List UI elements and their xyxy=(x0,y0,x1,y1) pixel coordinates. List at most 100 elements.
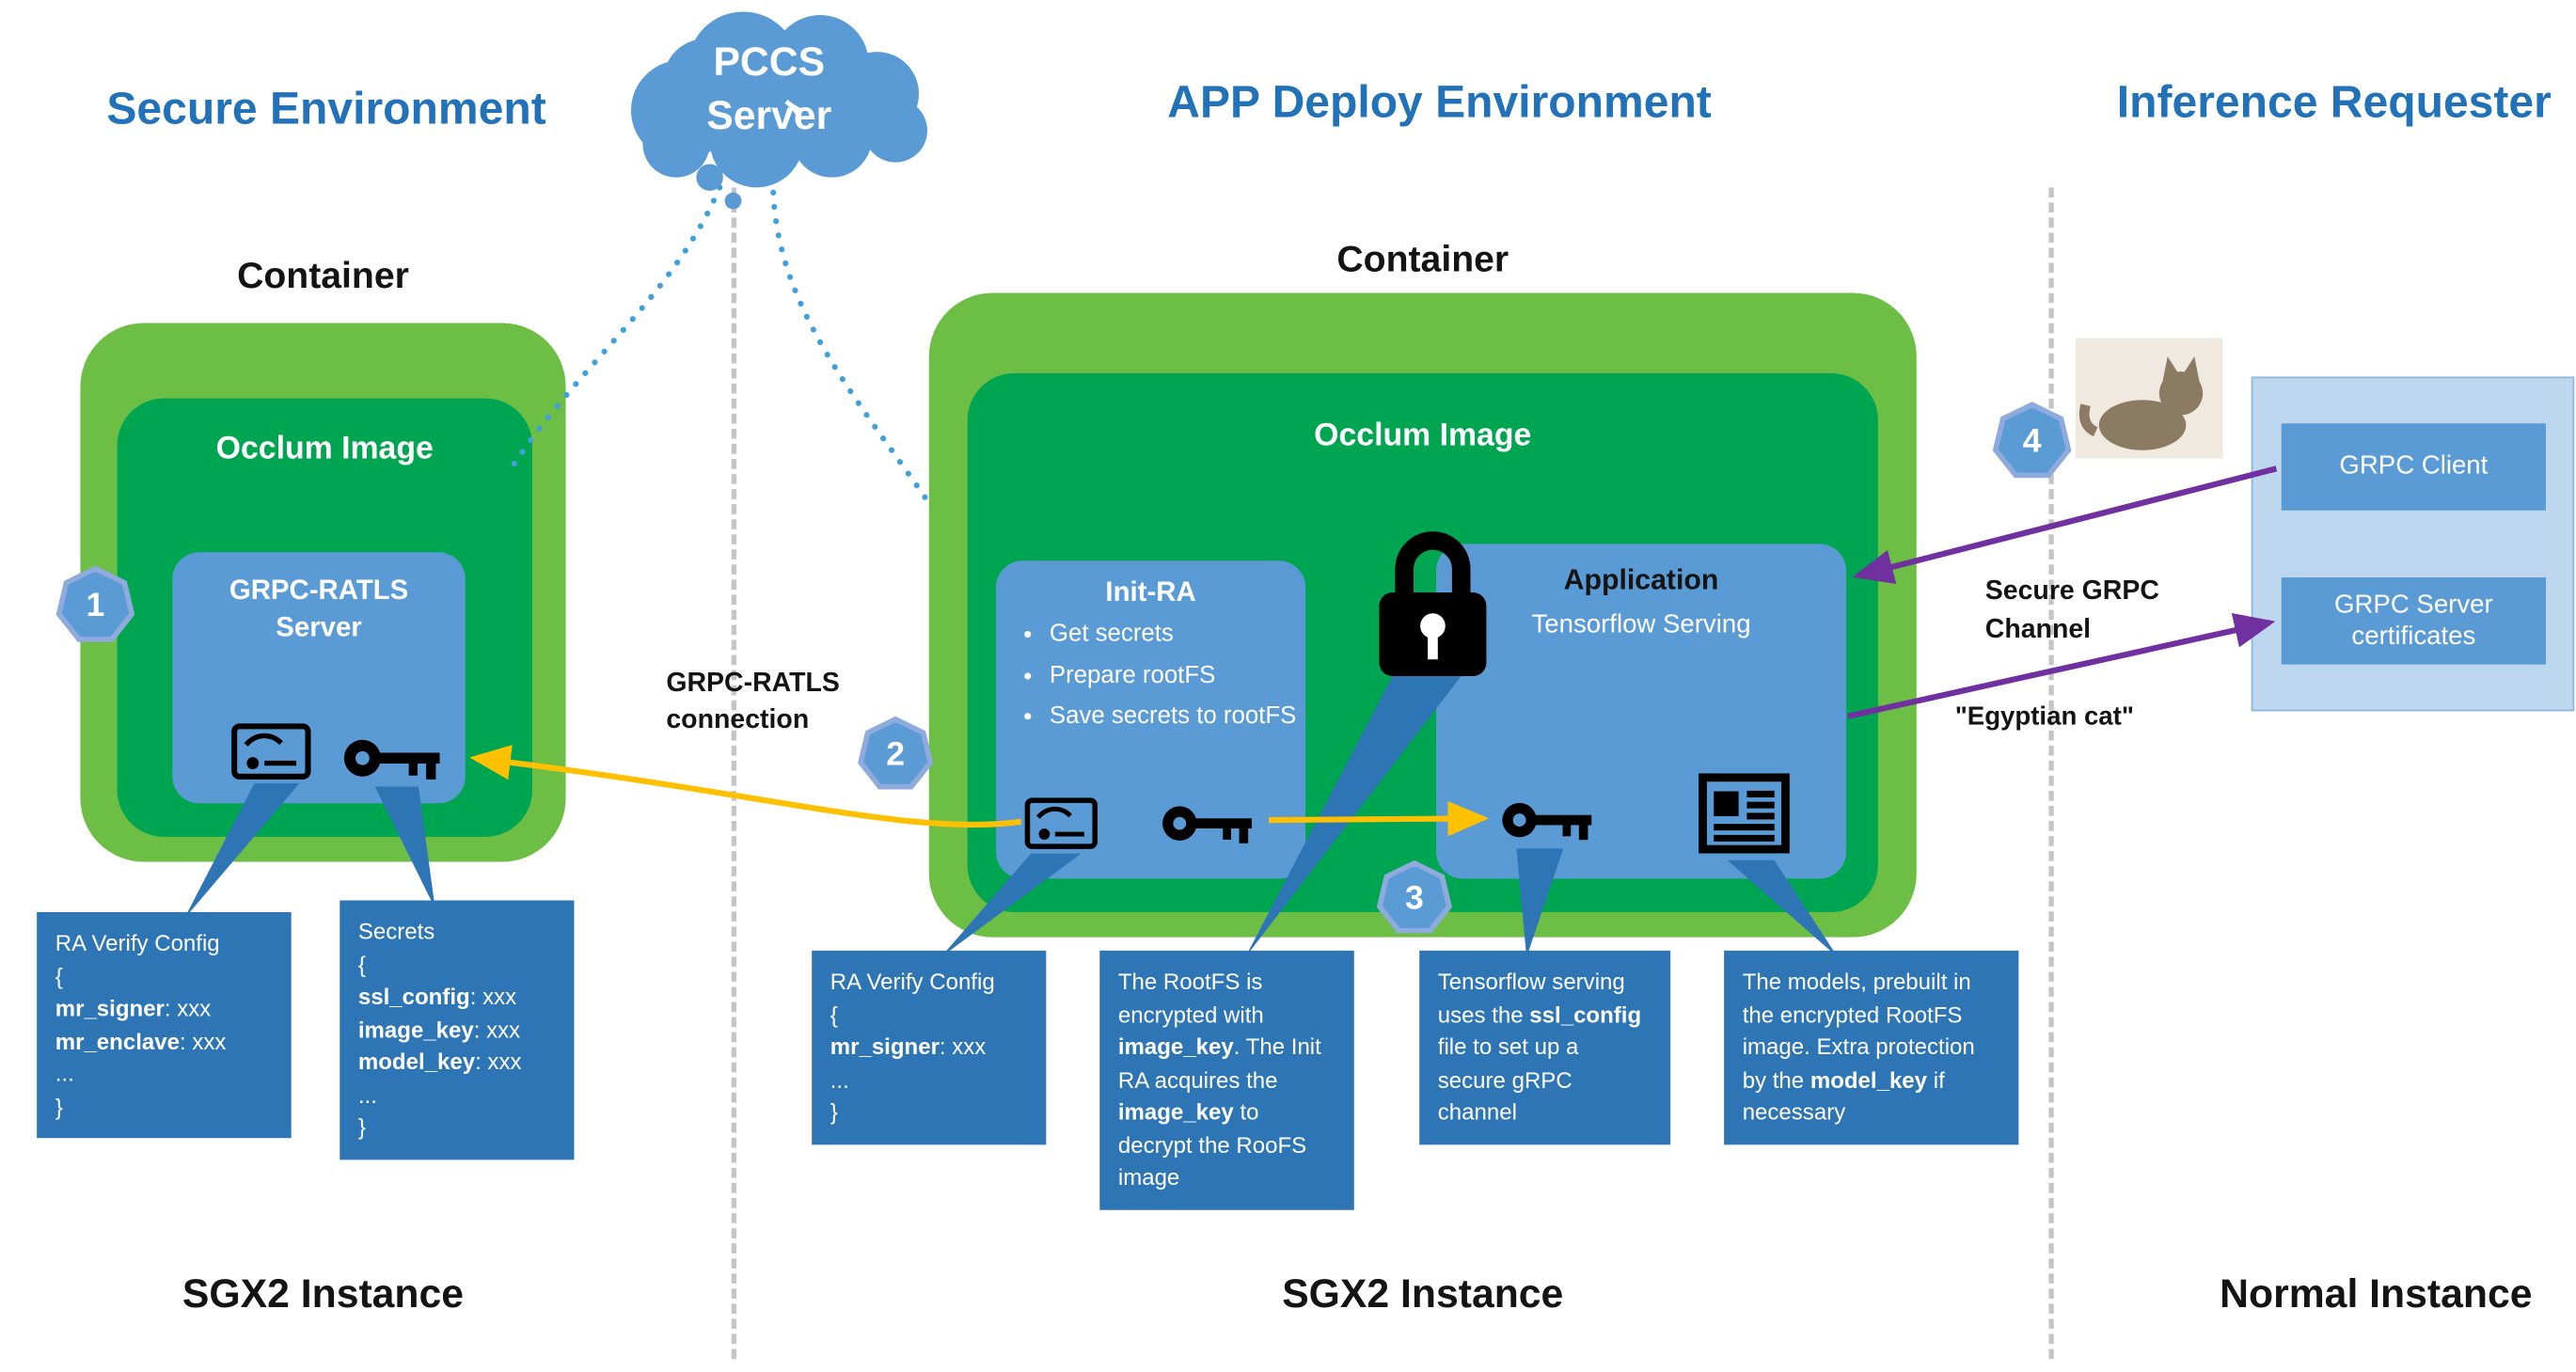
badge-3-number: 3 xyxy=(1382,866,1446,928)
grpc-client-box: GRPC Client xyxy=(2281,423,2546,511)
application-title: Application xyxy=(1563,563,1719,596)
init-ra-bullet-list: Get secrets Prepare rootFS Save secrets … xyxy=(996,620,1305,734)
app-occlum-label: Occlum Image xyxy=(1314,418,1532,454)
config-entry: image_key: xxx xyxy=(358,1014,556,1047)
config-value: : xxx xyxy=(164,996,212,1021)
badge-4: 4 xyxy=(1992,402,2072,479)
config-key: mr_enclave xyxy=(55,1028,180,1054)
config-value: : xxx xyxy=(939,1034,987,1060)
config-entry: ssl_config: xxx xyxy=(358,981,556,1014)
app-container-label: Container xyxy=(1336,237,1509,280)
bullet-text: Save secrets to rootFS xyxy=(1049,702,1297,731)
cat-photo xyxy=(2076,339,2223,459)
sgx2-instance-label-left: SGX2 Instance xyxy=(182,1271,465,1317)
config-value: : xxx xyxy=(475,1049,522,1076)
callout-ellipsis: ... xyxy=(55,1061,74,1087)
callout-text: The RootFS is encrypted with xyxy=(1117,969,1264,1027)
secure-container-label: Container xyxy=(237,254,409,297)
secure-environment-title: Secure Environment xyxy=(106,83,546,134)
badge-2-number: 2 xyxy=(863,721,928,784)
pccs-label-line2: Server xyxy=(706,93,832,139)
callout-text: file to set up a secure gRPC channel xyxy=(1437,1034,1579,1126)
connection-label-line2: connection xyxy=(666,706,810,735)
grpc-server-cert-line1: GRPC Server xyxy=(2334,591,2493,620)
channel-label-line2: Channel xyxy=(1984,616,2092,645)
callout-brace-close: } xyxy=(830,1099,838,1126)
grpc-ratls-server-title-line1: GRPC-RATLS xyxy=(229,576,409,607)
ra-verify-config-callout: RA Verify Config { mr_signer: xxx mr_enc… xyxy=(37,911,292,1139)
connection-label-line1: GRPC-RATLS xyxy=(666,669,840,699)
config-entry: model_key: xxx xyxy=(358,1047,556,1080)
init-ra-title: Init-RA xyxy=(1105,577,1196,608)
key-icon xyxy=(341,733,445,783)
key-icon xyxy=(1155,800,1262,847)
grpc-server-certificates-box: GRPC Server certificates xyxy=(2281,577,2546,665)
secure-occlum-label: Occlum Image xyxy=(215,432,434,467)
callout-title: RA Verify Config xyxy=(830,969,995,995)
models-callout: The models, prebuilt in the encrypted Ro… xyxy=(1724,950,2019,1145)
padlock-icon xyxy=(1372,519,1493,680)
rootfs-callout-text: The RootFS is encrypted with image_key. … xyxy=(1118,966,1335,1195)
grpc-request-arrow xyxy=(1852,465,2278,585)
bullet-text: Prepare rootFS xyxy=(1049,661,1216,689)
grpc-server-cert-line2: certificates xyxy=(2351,623,2476,652)
pccs-link-right xyxy=(770,189,934,509)
pccs-label-line1: PCCS xyxy=(713,39,826,86)
callout-ellipsis: ... xyxy=(830,1066,849,1093)
config-key: image_key xyxy=(357,1017,474,1043)
grpc-client-panel: GRPC Client GRPC Server certificates xyxy=(2251,376,2575,712)
normal-instance-label: Normal Instance xyxy=(2220,1271,2533,1317)
callout-title: Secrets xyxy=(357,919,435,944)
grpc-ratls-connection-label: GRPC-RATLS connection xyxy=(666,666,883,741)
config-key: mr_signer xyxy=(830,1034,940,1060)
sgx2-instance-label-middle: SGX2 Instance xyxy=(1282,1271,1564,1317)
config-key: ssl_config xyxy=(357,984,470,1010)
callout-text: to decrypt the RooFS image xyxy=(1117,1099,1307,1191)
callout-brace-open: { xyxy=(830,1001,838,1027)
section-divider-left xyxy=(731,187,737,1360)
callout-text: . The Init RA acquires the xyxy=(1117,1034,1321,1093)
inference-requester-title: Inference Requester xyxy=(2116,76,2552,128)
config-entry: mr_signer: xxx xyxy=(55,993,273,1026)
callout-text-bold: ssl_config xyxy=(1529,1001,1642,1027)
init-ra-bullet: Get secrets xyxy=(1050,620,1305,653)
config-key: mr_signer xyxy=(55,996,165,1021)
callout-brace-close: } xyxy=(55,1094,63,1120)
section-divider-right xyxy=(2048,187,2054,1360)
certificate-icon xyxy=(231,723,311,781)
rootfs-callout: The RootFS is encrypted with image_key. … xyxy=(1099,950,1354,1210)
callout-text-bold: image_key xyxy=(1117,1099,1234,1126)
callout-title: RA Verify Config xyxy=(55,930,220,956)
pccs-cloud-shape xyxy=(630,11,927,210)
config-entry: mr_signer: xxx xyxy=(830,1032,1028,1064)
badge-4-number: 4 xyxy=(1998,407,2066,473)
callout-text-bold: image_key xyxy=(1117,1034,1234,1060)
badge-1-number: 1 xyxy=(61,571,130,638)
config-value: : xxx xyxy=(473,1017,521,1043)
callout-text-bold: model_key xyxy=(1810,1066,1928,1093)
egyptian-cat-label: "Egyptian cat" xyxy=(1954,702,2134,732)
application-box: Application Tensorflow Serving xyxy=(1436,544,1847,879)
secure-grpc-channel-label: Secure GRPC Channel xyxy=(1985,573,2220,651)
secrets-callout: Secrets { ssl_config: xxx image_key: xxx… xyxy=(340,900,575,1160)
certificate-icon xyxy=(1024,796,1098,850)
callout-brace-open: { xyxy=(55,963,63,989)
tensorflow-callout-text: Tensorflow serving uses the ssl_config f… xyxy=(1438,966,1652,1129)
models-callout-text: The models, prebuilt in the encrypted Ro… xyxy=(1743,966,2000,1129)
grpc-ratls-server-title-line2: Server xyxy=(276,612,362,643)
callout-brace-open: { xyxy=(357,951,366,977)
callout-ellipsis: ... xyxy=(357,1082,377,1108)
callout-text: The models, prebuilt in the encrypted Ro… xyxy=(1742,969,1975,1093)
init-ra-bullet: Save secrets to rootFS xyxy=(1050,702,1305,734)
key-icon xyxy=(1496,796,1600,844)
bullet-text: Get secrets xyxy=(1049,621,1174,648)
newspaper-icon xyxy=(1698,766,1792,860)
pccs-cloud-label: PCCS Server xyxy=(589,37,949,144)
channel-label-line1: Secure GRPC xyxy=(1984,577,2159,607)
callout-text: Tensorflow serving uses the xyxy=(1437,969,1625,1027)
tensorflow-callout: Tensorflow serving uses the ssl_config f… xyxy=(1419,950,1671,1145)
pccs-cloud xyxy=(630,11,927,210)
config-key: model_key xyxy=(357,1049,476,1076)
config-value: : xxx xyxy=(179,1028,227,1054)
